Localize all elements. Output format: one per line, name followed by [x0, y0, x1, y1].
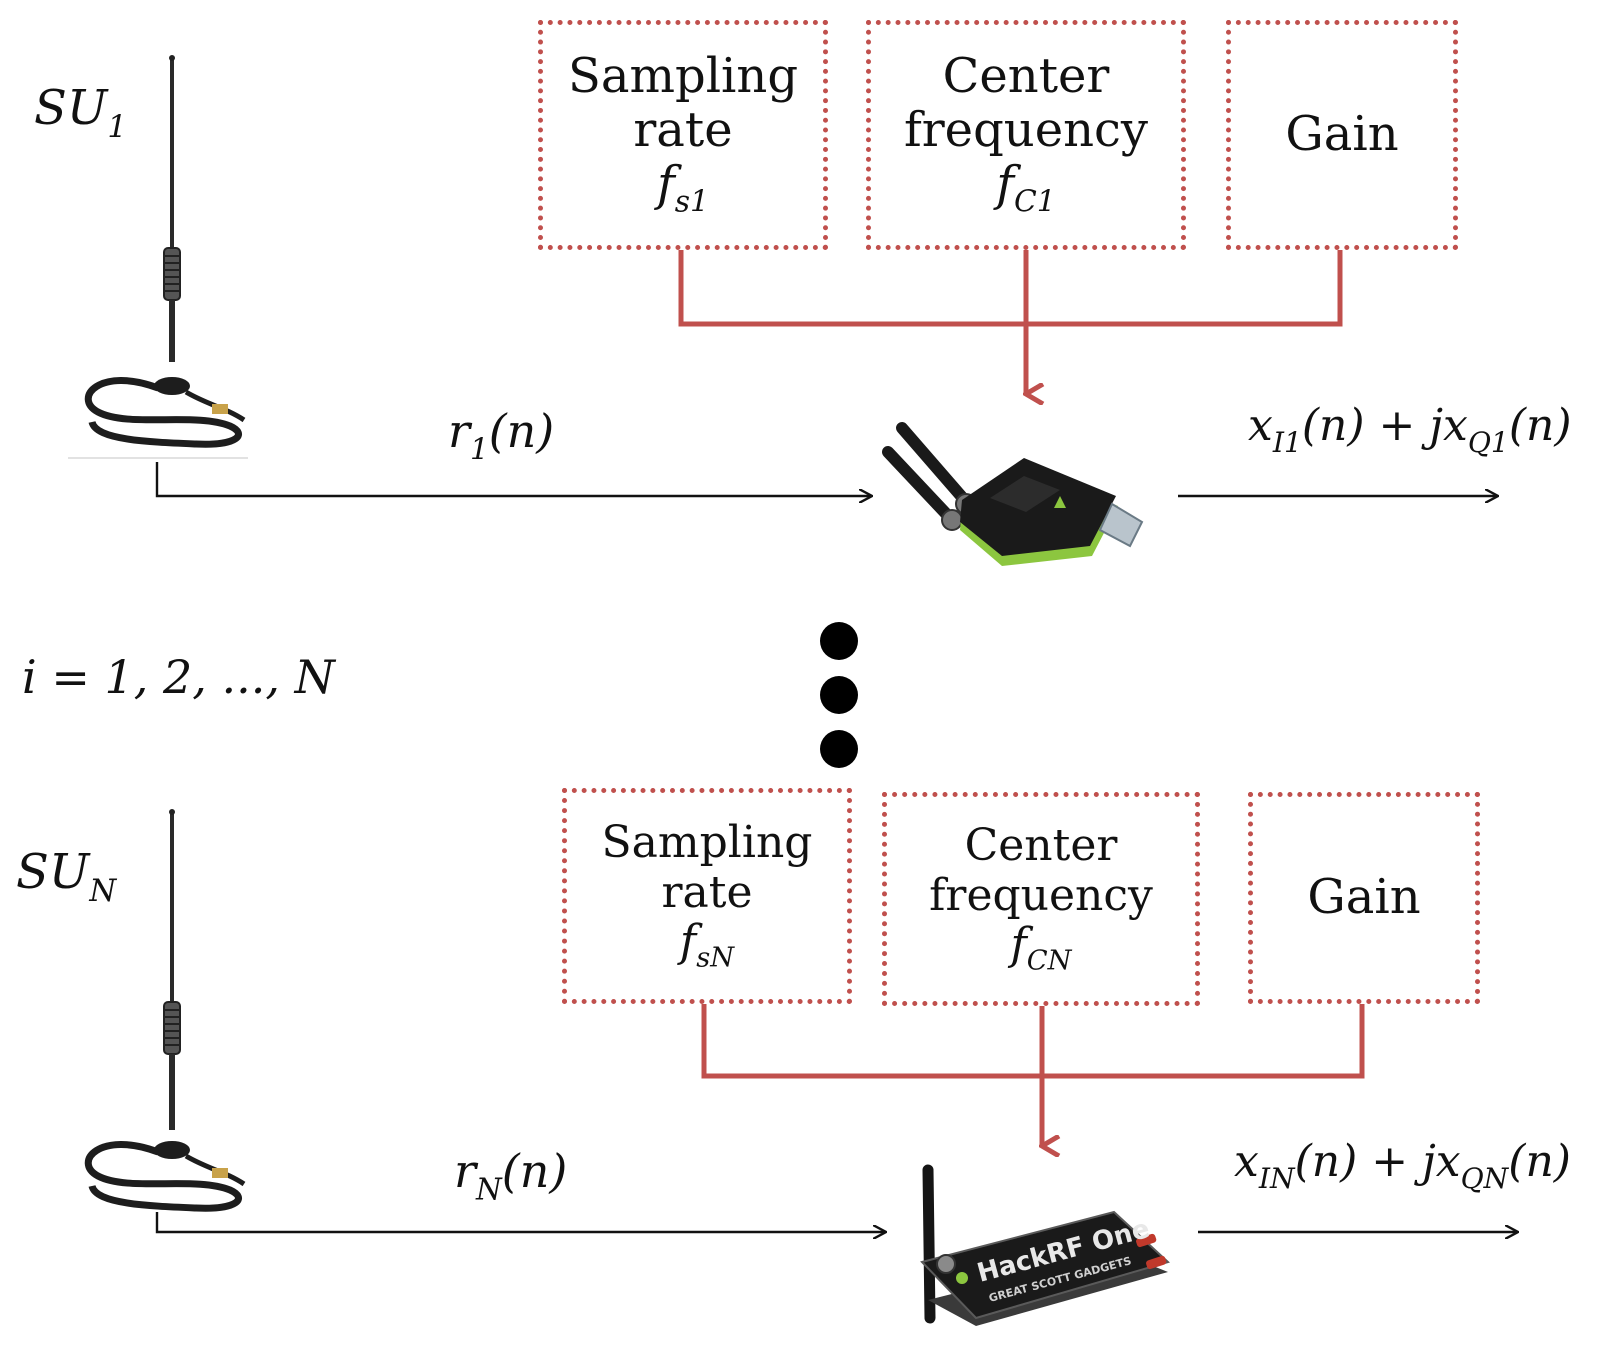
- sampling-rate-box-1: Sampling rate fs1: [538, 20, 828, 250]
- secondary-user-1-label: SU1: [34, 80, 127, 145]
- secondary-user-n-label: SUN: [16, 844, 117, 909]
- output-signal-1-label: xI1(n) + jxQ1(n): [1248, 400, 1572, 459]
- sampling-rate-box-n: Sampling rate fsN: [562, 788, 852, 1004]
- gain-box-1: Gain: [1226, 20, 1458, 250]
- ellipsis-dot: [820, 730, 858, 768]
- input-signal-1-label: r1(n): [448, 404, 555, 467]
- antenna-icon: [84, 809, 246, 1212]
- input-arrow-n: [155, 1212, 886, 1232]
- center-frequency-box-n: Center frequency fCN: [882, 792, 1200, 1006]
- ellipsis-dot: [820, 676, 858, 714]
- parameter-feed-n: [701, 1004, 1365, 1146]
- parameter-feed-1: [678, 250, 1343, 394]
- input-arrow-1: [155, 462, 872, 496]
- hackrf-one-icon: HackRF One GREAT SCOTT GADGETS: [920, 1164, 1170, 1326]
- antenna-icon: [68, 55, 248, 459]
- output-signal-n-label: xIN(n) + jxQN(n): [1234, 1136, 1571, 1195]
- ellipsis-dot: [820, 622, 858, 660]
- index-range-label: i = 1, 2, ..., N: [22, 650, 335, 704]
- center-frequency-box-1: Center frequency fC1: [866, 20, 1186, 250]
- input-signal-n-label: rN(n): [454, 1144, 568, 1207]
- gain-box-n: Gain: [1248, 792, 1480, 1004]
- rtl-sdr-dongle-icon: [882, 422, 1144, 566]
